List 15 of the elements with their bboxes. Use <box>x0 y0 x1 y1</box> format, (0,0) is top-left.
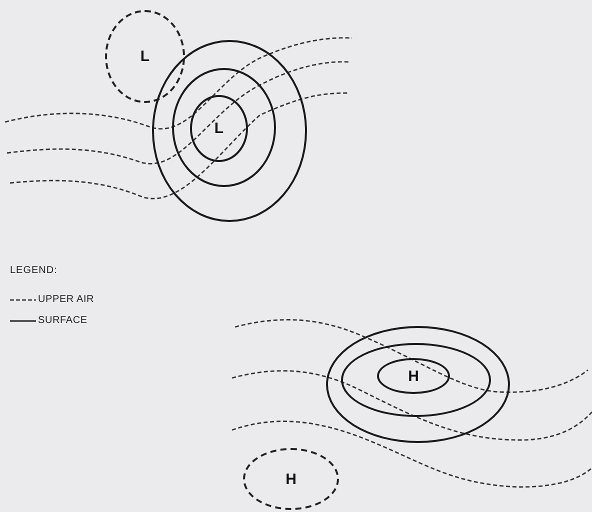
upper-air-pressure-center <box>105 10 185 103</box>
pressure-isobar-ring <box>172 68 276 186</box>
pressure-letter: H <box>408 368 419 384</box>
pressure-isobar-ring <box>152 40 307 222</box>
upper-air-pressure-center <box>243 448 339 510</box>
pressure-letter: H <box>286 472 296 486</box>
surface-pressure-center <box>190 95 248 162</box>
pressure-isobar-ring <box>340 342 490 416</box>
pressure-letter: L <box>140 49 150 64</box>
pressure-isobar-ring <box>326 326 510 443</box>
pressure-letter: L <box>214 121 224 136</box>
surface-pressure-center <box>377 358 450 394</box>
legend-title: LEGEND: <box>10 265 58 276</box>
legend-label: UPPER AIR <box>38 294 94 305</box>
legend-label: SURFACE <box>38 315 88 326</box>
